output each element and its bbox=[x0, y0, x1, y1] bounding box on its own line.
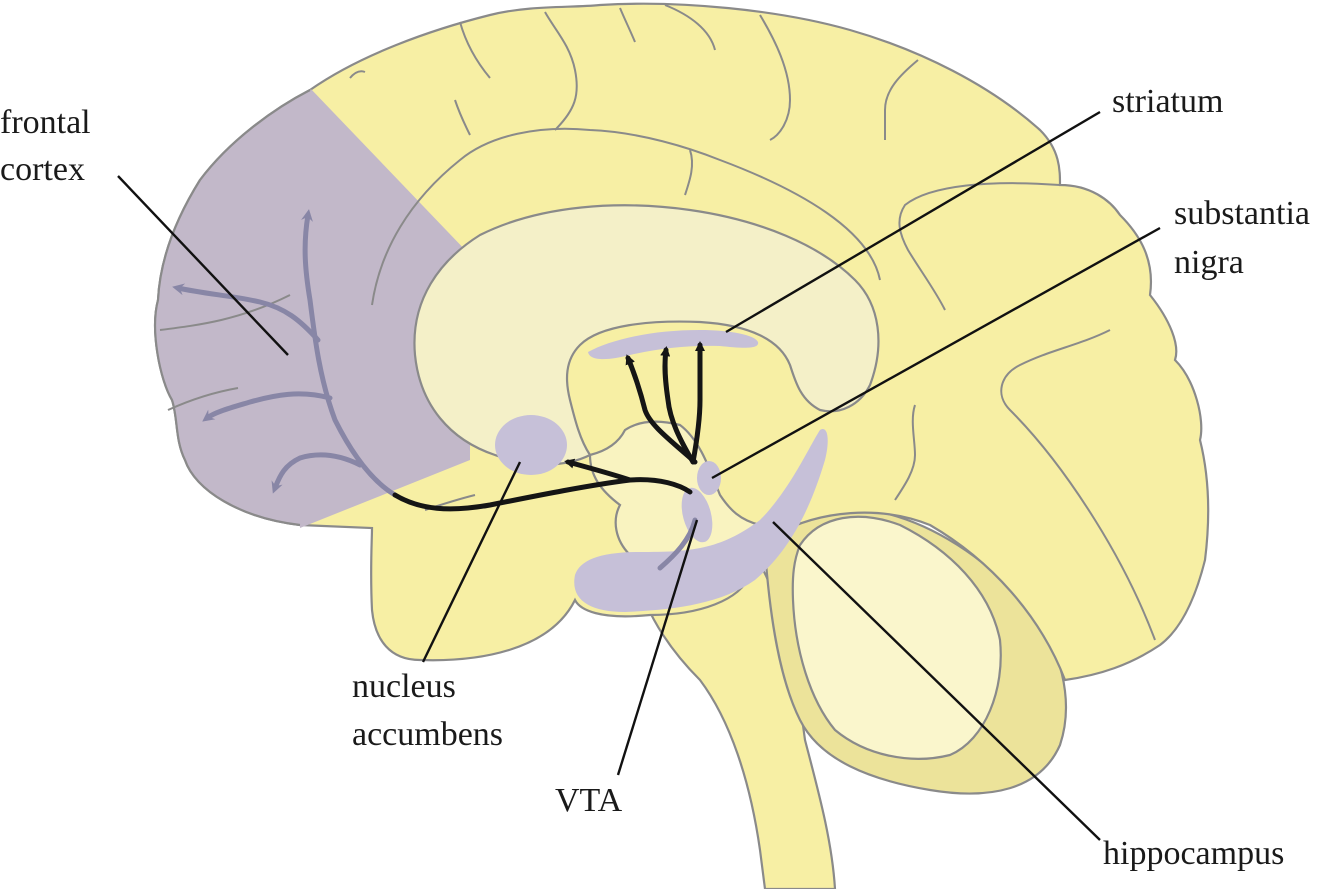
label-striatum: striatum bbox=[1112, 83, 1223, 120]
sulcus-k bbox=[894, 404, 917, 501]
label-frontal-cortex-line2: cortex bbox=[0, 151, 85, 188]
cerebellum-inner bbox=[791, 515, 1002, 760]
label-vta: VTA bbox=[555, 782, 623, 819]
nigrostriatal-path-1 bbox=[625, 354, 698, 465]
hippocampus-region bbox=[574, 429, 828, 612]
mesocortical-pathway bbox=[392, 477, 693, 512]
label-frontal-cortex-line1: frontal bbox=[0, 104, 91, 141]
sulcus-f bbox=[664, 4, 716, 51]
striatum-region bbox=[588, 330, 759, 360]
substantia-nigra-leader bbox=[711, 226, 1161, 480]
substantia-nigra-region bbox=[697, 461, 721, 495]
frontal-projection-lower bbox=[271, 452, 363, 494]
label-substantia-nigra-line1: substantia bbox=[1174, 195, 1310, 232]
frontal-projection-upper bbox=[172, 283, 321, 343]
sulcus-l bbox=[684, 149, 694, 196]
label-nucleus-accumbens-line2: accumbens bbox=[352, 716, 503, 753]
frontal-sulcus-2 bbox=[167, 387, 239, 411]
nigrostriatal-path-2 bbox=[660, 346, 696, 465]
sulcus-c bbox=[454, 99, 471, 136]
vta-leader bbox=[616, 519, 699, 776]
corpus-callosum bbox=[413, 204, 880, 466]
vta-region bbox=[681, 487, 713, 543]
sulcus-b bbox=[459, 21, 491, 79]
frontal-cortex-outline bbox=[154, 89, 311, 527]
label-nucleus-accumbens-line1: nucleus bbox=[352, 668, 456, 705]
nigrostriatal-path-3 bbox=[690, 341, 705, 465]
sulcus-e bbox=[619, 7, 636, 43]
vta-to-hippocampus-path bbox=[657, 517, 698, 571]
frontal-cortex-leader bbox=[117, 175, 289, 356]
cingulate-sulcus bbox=[371, 127, 881, 306]
sulcus-d bbox=[544, 11, 578, 131]
label-substantia-nigra-line2: nigra bbox=[1174, 244, 1244, 281]
sulcus-i bbox=[898, 182, 1061, 311]
sulcus-a bbox=[349, 70, 366, 79]
mesolimbic-pathway bbox=[564, 458, 633, 483]
frontal-projection-main bbox=[301, 209, 398, 498]
nucleus-accumbens-region bbox=[495, 415, 567, 475]
label-hippocampus: hippocampus bbox=[1103, 835, 1284, 872]
nucleus-accumbens-leader bbox=[421, 461, 522, 663]
sulcus-j bbox=[1000, 329, 1156, 641]
sulcus-g bbox=[759, 14, 792, 141]
sulcus-h bbox=[883, 59, 919, 140]
frontal-projection-middle bbox=[202, 391, 333, 422]
hippocampus-leader bbox=[772, 521, 1101, 841]
striatum-leader bbox=[725, 110, 1101, 334]
frontal-sulcus-1 bbox=[159, 294, 291, 331]
